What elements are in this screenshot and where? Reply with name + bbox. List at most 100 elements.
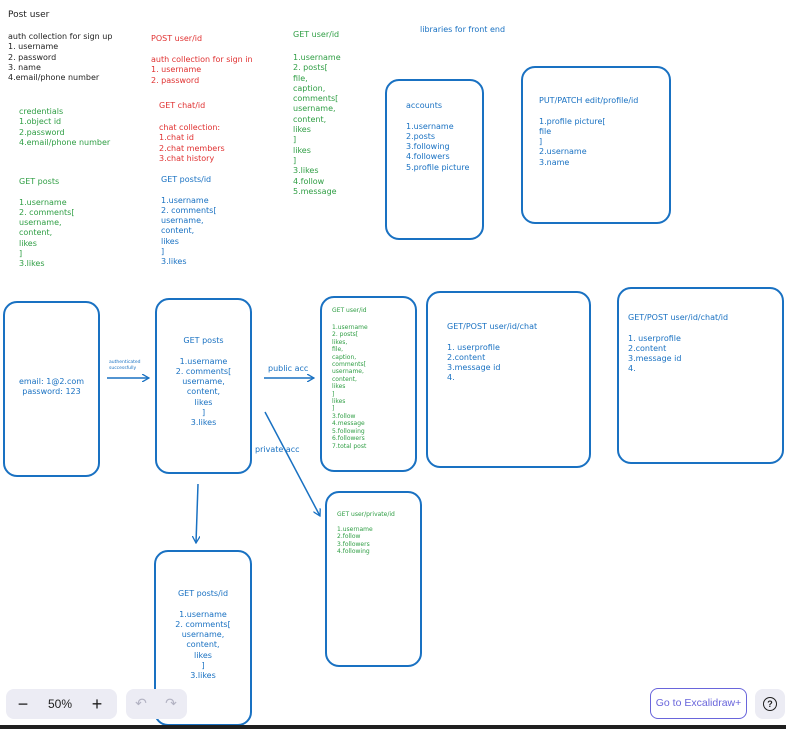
note-post-user-id: POST user/id bbox=[151, 34, 203, 43]
text-line: 6.followers bbox=[332, 435, 365, 443]
text-line: 1. userprofile bbox=[447, 342, 500, 352]
text-line: 1. username bbox=[8, 42, 59, 52]
text-line: 3.likes bbox=[161, 257, 187, 267]
text-line: ] bbox=[293, 155, 297, 165]
zoom-in-button[interactable]: + bbox=[91, 693, 103, 714]
help-icon: ? bbox=[763, 697, 777, 711]
text-line: content, bbox=[186, 387, 221, 397]
text-line: successfully bbox=[109, 365, 137, 371]
text-line: 3. name bbox=[8, 62, 41, 72]
text-line: 1. username bbox=[151, 65, 202, 75]
text-line: 3.name bbox=[539, 157, 570, 167]
text-line: 5.following bbox=[332, 427, 365, 435]
text-line: auth collection for sign up bbox=[8, 32, 113, 41]
text-line: 3.follow bbox=[332, 412, 356, 420]
text-line: 3.likes bbox=[190, 418, 217, 428]
text-line: 3.likes bbox=[19, 259, 45, 269]
text-line: 2.password bbox=[19, 127, 65, 137]
text-line: file bbox=[539, 126, 552, 136]
text-line: 3.following bbox=[406, 142, 450, 152]
text-line: likes bbox=[293, 125, 311, 135]
text-line: 2. comments[ bbox=[175, 619, 231, 629]
text-line: 2. posts[ bbox=[332, 331, 359, 339]
text-line: likes bbox=[194, 650, 212, 660]
text-line: GET posts bbox=[183, 336, 224, 345]
text-line: GET posts/id bbox=[161, 175, 212, 184]
text-line: 2.username bbox=[539, 147, 587, 157]
put-patch-profile-text: PUT/PATCH edit/profile/id 1.profile pict… bbox=[539, 96, 638, 168]
text-line: likes bbox=[19, 238, 37, 248]
text-line: ] bbox=[332, 390, 335, 398]
text-line: 4. bbox=[628, 364, 636, 374]
text-line: 1.chat id bbox=[159, 133, 194, 143]
text-line: 2. comments[ bbox=[161, 205, 217, 215]
text-line: ] bbox=[201, 408, 206, 418]
text-line: 3.likes bbox=[293, 166, 319, 176]
redo-button[interactable]: ↷ bbox=[165, 695, 177, 712]
text-line: GET/POST user/id/chat/id bbox=[628, 313, 729, 322]
text-line: 5.message bbox=[293, 186, 337, 196]
text-line: 4.email/phone number bbox=[19, 137, 111, 147]
text-line: GET posts/id bbox=[177, 589, 229, 598]
text-line: 2. password bbox=[8, 52, 57, 62]
text-line: 4.followers bbox=[406, 152, 450, 162]
text-line: 1.username bbox=[337, 525, 373, 533]
text-line: 4.email/phone number bbox=[8, 73, 100, 83]
zoom-out-button[interactable]: − bbox=[17, 693, 29, 714]
text-line: likes bbox=[293, 145, 311, 155]
text-line: authenticated bbox=[109, 360, 141, 365]
text-line: 3.chat history bbox=[159, 153, 215, 163]
text-line: 1.username bbox=[332, 324, 368, 331]
text-line: ] bbox=[201, 661, 205, 671]
text-line: 4.following bbox=[337, 548, 370, 556]
public-acc-label: public acc bbox=[268, 364, 309, 373]
note-libraries: libraries for front end bbox=[420, 25, 506, 34]
text-line: content, bbox=[186, 640, 220, 650]
text-line: comments[ bbox=[332, 361, 366, 369]
text-line: likes bbox=[332, 383, 346, 391]
arrow-posts-to-post-id bbox=[196, 483, 198, 543]
text-line: file, bbox=[332, 346, 344, 354]
text-line: GET/POST user/id/chat bbox=[447, 322, 538, 331]
text-line: 1.username bbox=[406, 121, 454, 131]
text-line: ] bbox=[332, 405, 335, 413]
text-line: 1.username bbox=[179, 609, 227, 619]
text-line: likes bbox=[194, 397, 213, 407]
text-line: 1.username bbox=[161, 195, 209, 205]
text-line: PUT/PATCH edit/profile/id bbox=[539, 96, 639, 105]
text-line: username, bbox=[19, 218, 62, 228]
note-get-user-id-header: GET user/id bbox=[293, 30, 340, 39]
text-line: caption, bbox=[332, 353, 357, 361]
undo-button[interactable]: ↶ bbox=[135, 695, 147, 712]
text-line: username, bbox=[332, 368, 364, 376]
text-line: 7.total post bbox=[332, 442, 367, 450]
text-line: likes, bbox=[332, 338, 348, 346]
help-button[interactable]: ? bbox=[755, 689, 785, 719]
text-line: username, bbox=[181, 630, 225, 640]
zoom-level-button[interactable]: 50% bbox=[47, 696, 73, 711]
put-patch-profile-box[interactable]: PUT/PATCH edit/profile/id 1.profile pict… bbox=[521, 66, 671, 224]
text-line: likes bbox=[161, 236, 179, 246]
text-line: 3.likes bbox=[190, 671, 216, 681]
text-line: 1.username bbox=[293, 53, 341, 62]
text-line: 2. posts[ bbox=[293, 63, 328, 73]
zoom-controls: − 50% + bbox=[6, 689, 117, 719]
go-to-excalidraw-plus-button[interactable]: Go to Excalidraw+ bbox=[650, 688, 747, 719]
text-line: 4. bbox=[447, 373, 455, 383]
